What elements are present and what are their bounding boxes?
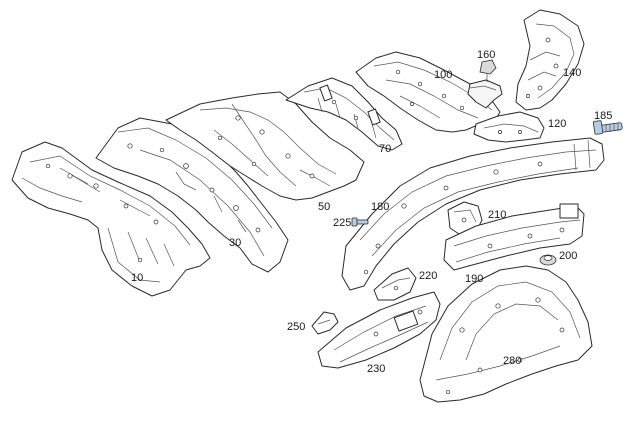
part-200-grommet[interactable] <box>539 254 557 266</box>
callout-210: 210 <box>488 209 507 221</box>
callout-10: 10 <box>131 272 144 284</box>
callout-120: 120 <box>548 118 567 130</box>
part-225-screw[interactable] <box>351 217 369 227</box>
part-190-lower-rail[interactable] <box>443 203 585 271</box>
callout-250: 250 <box>287 321 306 333</box>
part-180-rear-rail[interactable] <box>341 137 605 291</box>
callout-50: 50 <box>318 201 331 213</box>
part-280-wheel-arch[interactable] <box>419 265 593 403</box>
part-140-rear-bracket[interactable] <box>515 9 585 111</box>
part-220-mounting-block[interactable] <box>373 267 417 301</box>
part-230-side-sill[interactable] <box>317 291 441 369</box>
callout-30: 30 <box>229 237 242 249</box>
callout-140: 140 <box>563 67 582 79</box>
callout-190: 190 <box>465 273 484 285</box>
part-70-cross-member[interactable] <box>285 77 403 151</box>
part-185-bolt[interactable] <box>592 120 623 135</box>
callout-70: 70 <box>379 143 392 155</box>
callout-160: 160 <box>477 49 496 61</box>
callout-225: 225 <box>333 217 352 229</box>
callout-230: 230 <box>367 363 386 375</box>
callout-220: 220 <box>419 270 438 282</box>
part-50-center-floor[interactable] <box>165 91 365 201</box>
callout-100: 100 <box>434 69 453 81</box>
part-120-connector[interactable] <box>473 111 545 143</box>
callout-200: 200 <box>559 250 578 262</box>
part-250-clip[interactable] <box>311 311 339 335</box>
part-160-nut-bracket[interactable] <box>467 59 503 109</box>
part-10-front-panel[interactable] <box>11 141 211 297</box>
callout-185: 185 <box>594 110 613 122</box>
callout-180: 180 <box>371 201 390 213</box>
callout-280: 280 <box>503 355 522 367</box>
